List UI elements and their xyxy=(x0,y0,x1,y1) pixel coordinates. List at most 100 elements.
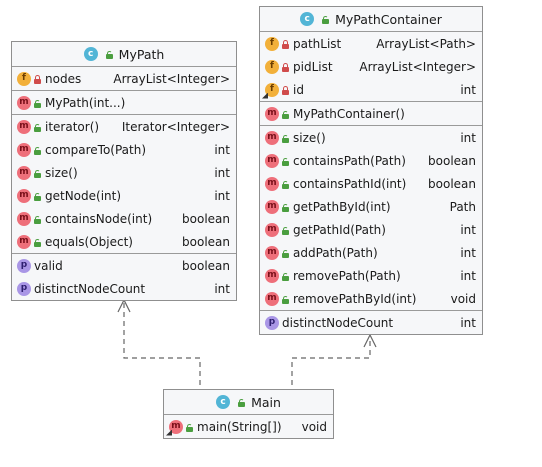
public-lock-icon xyxy=(33,213,42,225)
method-icon: m xyxy=(265,153,279,168)
member-type: int xyxy=(460,130,476,145)
member-name: compareTo(Path) xyxy=(45,142,147,157)
method-row[interactable]: m getNode(int) int xyxy=(12,184,236,207)
member-type: int xyxy=(460,222,476,237)
method-icon: m xyxy=(265,268,279,283)
member-type: int xyxy=(214,188,230,203)
main-class-box[interactable]: c Main m main(String[]) void xyxy=(163,389,334,439)
constructors-section: m MyPath(int...) xyxy=(12,91,236,115)
public-lock-icon xyxy=(105,48,114,60)
member-name: getPathId(Path) xyxy=(293,222,386,237)
method-icon: m xyxy=(265,130,279,145)
method-row[interactable]: m compareTo(Path) int xyxy=(12,138,236,161)
public-lock-icon xyxy=(237,396,246,408)
method-row[interactable]: m containsPathId(int) boolean xyxy=(260,172,482,195)
member-name: valid xyxy=(34,258,63,273)
method-icon: m xyxy=(17,234,31,249)
main-to-mypath-dependency xyxy=(123,302,201,385)
field-row[interactable]: f pidList ArrayList<Integer> xyxy=(260,55,482,78)
member-name: containsNode(int) xyxy=(45,211,153,226)
static-field-icon: f xyxy=(265,82,279,97)
property-icon: p xyxy=(17,281,31,296)
member-name: main(String[]) xyxy=(197,419,282,434)
methods-section: m iterator() Iterator<Integer> m compare… xyxy=(12,115,236,254)
method-row[interactable]: m equals(Object) boolean xyxy=(12,230,236,253)
member-name: size() xyxy=(293,130,326,145)
member-type: int xyxy=(214,142,230,157)
class-icon: c xyxy=(216,395,231,409)
fields-section: f nodes ArrayList<Integer> xyxy=(12,67,236,91)
mypathcontainer-arrowhead xyxy=(363,333,377,348)
public-lock-icon xyxy=(281,155,290,167)
field-row[interactable]: f nodes ArrayList<Integer> xyxy=(12,67,236,90)
method-row[interactable]: m getPathId(Path) int xyxy=(260,218,482,241)
method-row[interactable]: m main(String[]) void xyxy=(164,415,333,438)
member-type: ArrayList<Integer> xyxy=(359,59,476,74)
properties-section: p distinctNodeCount int xyxy=(260,311,482,334)
member-type: ArrayList<Integer> xyxy=(113,71,230,86)
member-name: nodes xyxy=(45,71,82,86)
property-row[interactable]: p distinctNodeCount int xyxy=(260,311,482,334)
class-name: MyPath xyxy=(118,46,165,62)
member-name: removePath(Path) xyxy=(293,268,401,283)
method-row[interactable]: m removePath(Path) int xyxy=(260,264,482,287)
method-icon: m xyxy=(17,119,31,134)
method-row[interactable]: m removePathById(int) void xyxy=(260,287,482,310)
field-icon: f xyxy=(17,71,31,86)
member-name: containsPathId(int) xyxy=(293,176,407,191)
member-name: iterator() xyxy=(45,119,100,134)
fields-section: f pathList ArrayList<Path> f pidList Arr… xyxy=(260,32,482,102)
method-row[interactable]: m size() int xyxy=(12,161,236,184)
property-row[interactable]: p valid boolean xyxy=(12,254,236,277)
constructor-row[interactable]: m MyPathContainer() xyxy=(260,102,482,125)
member-type: Path xyxy=(449,199,476,214)
method-row[interactable]: m containsNode(int) boolean xyxy=(12,207,236,230)
method-icon: m xyxy=(265,222,279,237)
mypathcontainer-header: c MyPathContainer xyxy=(260,7,482,32)
public-lock-icon xyxy=(281,293,290,305)
method-icon: m xyxy=(17,165,31,180)
member-name: id xyxy=(293,82,304,97)
member-name: pathList xyxy=(293,36,342,51)
properties-section: p valid boolean p distinctNodeCount int xyxy=(12,254,236,300)
field-icon: f xyxy=(265,59,279,74)
method-row[interactable]: m addPath(Path) int xyxy=(260,241,482,264)
field-row[interactable]: f id int xyxy=(260,78,482,101)
member-name: addPath(Path) xyxy=(293,245,378,260)
main-to-mypathcontainer-dependency xyxy=(291,337,371,385)
public-lock-icon xyxy=(281,247,290,259)
class-icon: c xyxy=(83,47,98,61)
property-row[interactable]: p distinctNodeCount int xyxy=(12,277,236,300)
member-type: boolean xyxy=(182,211,230,226)
private-lock-icon xyxy=(33,73,42,85)
public-lock-icon xyxy=(281,132,290,144)
mypathcontainer-class-box[interactable]: c MyPathContainer f pathList ArrayList<P… xyxy=(259,6,483,335)
property-icon: p xyxy=(265,315,279,330)
private-lock-icon xyxy=(281,61,290,73)
private-lock-icon xyxy=(281,38,290,50)
constructor-row[interactable]: m MyPath(int...) xyxy=(12,91,236,114)
method-icon: m xyxy=(17,142,31,157)
method-row[interactable]: m containsPath(Path) boolean xyxy=(260,149,482,172)
property-icon: p xyxy=(17,258,31,273)
method-row[interactable]: m getPathById(int) Path xyxy=(260,195,482,218)
field-row[interactable]: f pathList ArrayList<Path> xyxy=(260,32,482,55)
member-type: int xyxy=(460,82,476,97)
member-type: boolean xyxy=(182,234,230,249)
constructors-section: m MyPathContainer() xyxy=(260,102,482,126)
method-icon: m xyxy=(17,211,31,226)
method-icon: m xyxy=(17,188,31,203)
member-name: MyPath(int...) xyxy=(45,95,126,110)
method-row[interactable]: m size() int xyxy=(260,126,482,149)
method-icon: m xyxy=(17,95,31,110)
member-type: Iterator<Integer> xyxy=(121,119,230,134)
field-icon: f xyxy=(265,36,279,51)
member-name: getPathById(int) xyxy=(293,199,391,214)
public-lock-icon xyxy=(33,144,42,156)
member-name: distinctNodeCount xyxy=(34,281,146,296)
mypath-class-box[interactable]: c MyPath f nodes ArrayList<Integer> m My… xyxy=(11,41,237,301)
method-row[interactable]: m iterator() Iterator<Integer> xyxy=(12,115,236,138)
class-name: MyPathContainer xyxy=(335,11,442,27)
member-type: void xyxy=(450,291,476,306)
member-type: int xyxy=(214,165,230,180)
